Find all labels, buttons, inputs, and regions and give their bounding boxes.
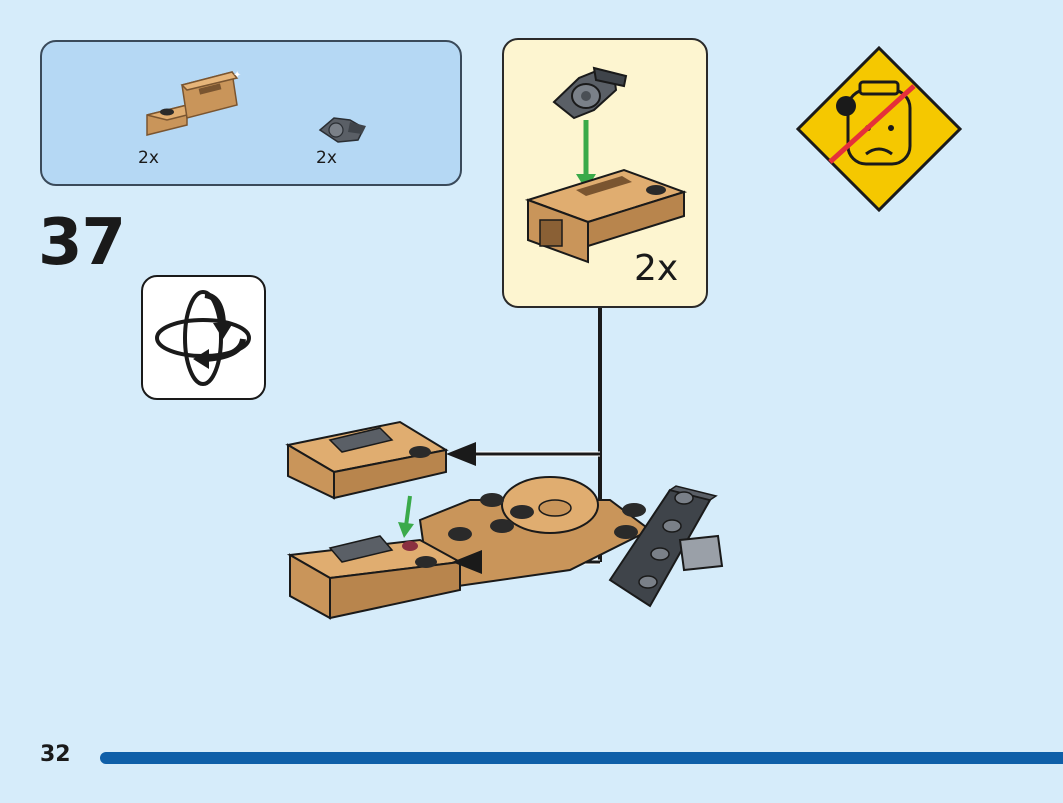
subassembly-box	[502, 38, 708, 308]
rotate-model-icon	[155, 290, 251, 386]
rotate-model-box	[141, 275, 266, 400]
dark-gray-clip-part-image	[318, 117, 366, 143]
page-progress-bar	[100, 752, 1063, 764]
svg-text:✦: ✦	[233, 70, 241, 81]
part-quantity-2: 2x	[316, 148, 337, 168]
part-quantity-1: 2x	[138, 148, 159, 168]
main-model-diagram	[285, 308, 724, 620]
tan-bracket-part-image: ✦	[146, 70, 241, 136]
subassembly-diagram	[524, 66, 688, 264]
step-number: 37	[38, 206, 126, 280]
subassembly-quantity: 2x	[634, 248, 679, 289]
no-minifig-head-warning-icon	[796, 46, 962, 212]
page-number: 32	[40, 742, 71, 767]
parts-list-box: ✦ 2x 2x	[40, 40, 462, 186]
